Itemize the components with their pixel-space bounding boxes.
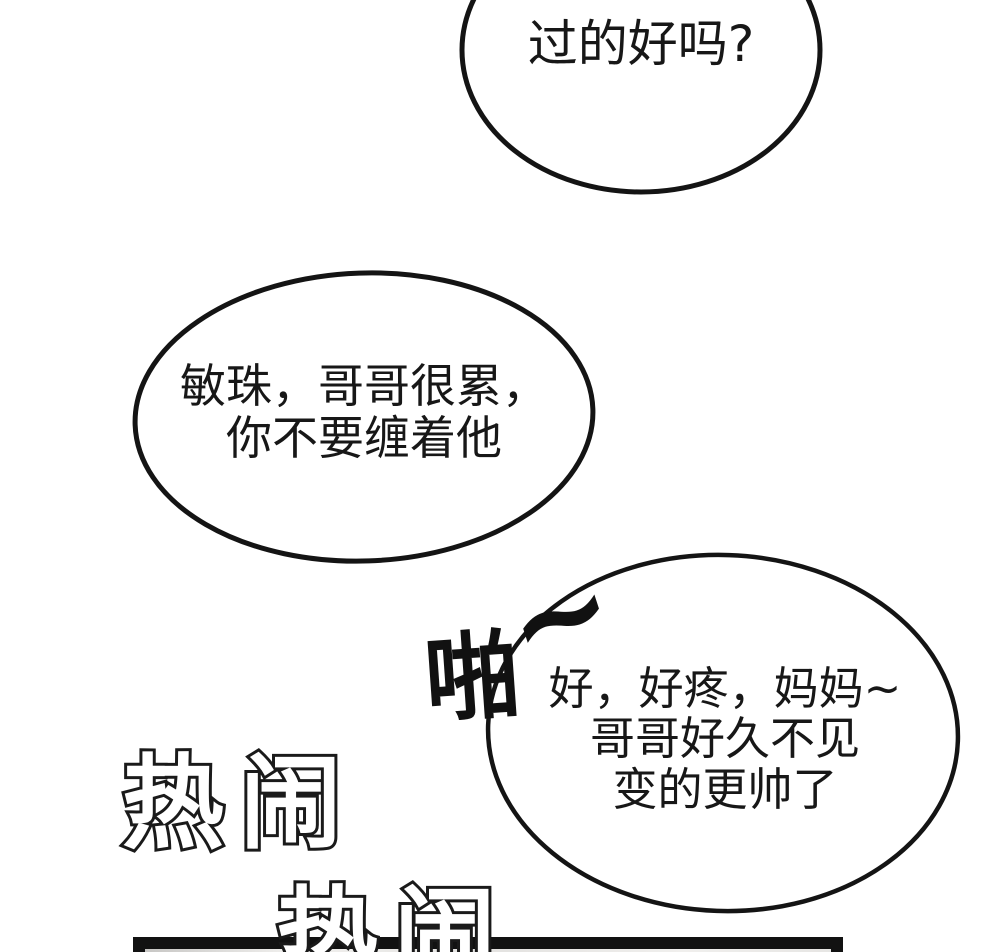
dialogue-line: 过的好吗? bbox=[527, 15, 755, 73]
sfx-slap: 啪~ bbox=[419, 530, 632, 743]
speech-bubble-greeting-outline bbox=[459, 0, 823, 195]
sfx-crowd-noise-1: 热闹 bbox=[119, 745, 358, 864]
dialogue-line: 你不要缠着他 bbox=[226, 411, 502, 466]
speech-bubble-scolding-outline bbox=[132, 270, 596, 564]
bubble-greeting-text: 过的好吗? bbox=[455, 15, 827, 74]
dialogue-line: 好，好疼，妈妈~ bbox=[548, 662, 902, 715]
bubble-scolding-text: 敏珠，哥哥很累， 你不要缠着他 bbox=[130, 360, 598, 465]
dialogue-line: 敏珠，哥哥很累， bbox=[180, 359, 548, 413]
sfx-slap-char: 啪 bbox=[421, 620, 524, 737]
sfx-crowd-noise-2: 热闹 bbox=[273, 877, 512, 952]
bubble-reply-text: 好，好疼，妈妈~ 哥哥好久不见 变的更帅了 bbox=[490, 662, 960, 816]
next-panel-edge bbox=[133, 937, 843, 952]
speech-bubble-reply-outline bbox=[485, 552, 961, 914]
dialogue-line: 变的更帅了 bbox=[612, 762, 838, 816]
dialogue-line: 哥哥好久不见 bbox=[589, 712, 860, 766]
